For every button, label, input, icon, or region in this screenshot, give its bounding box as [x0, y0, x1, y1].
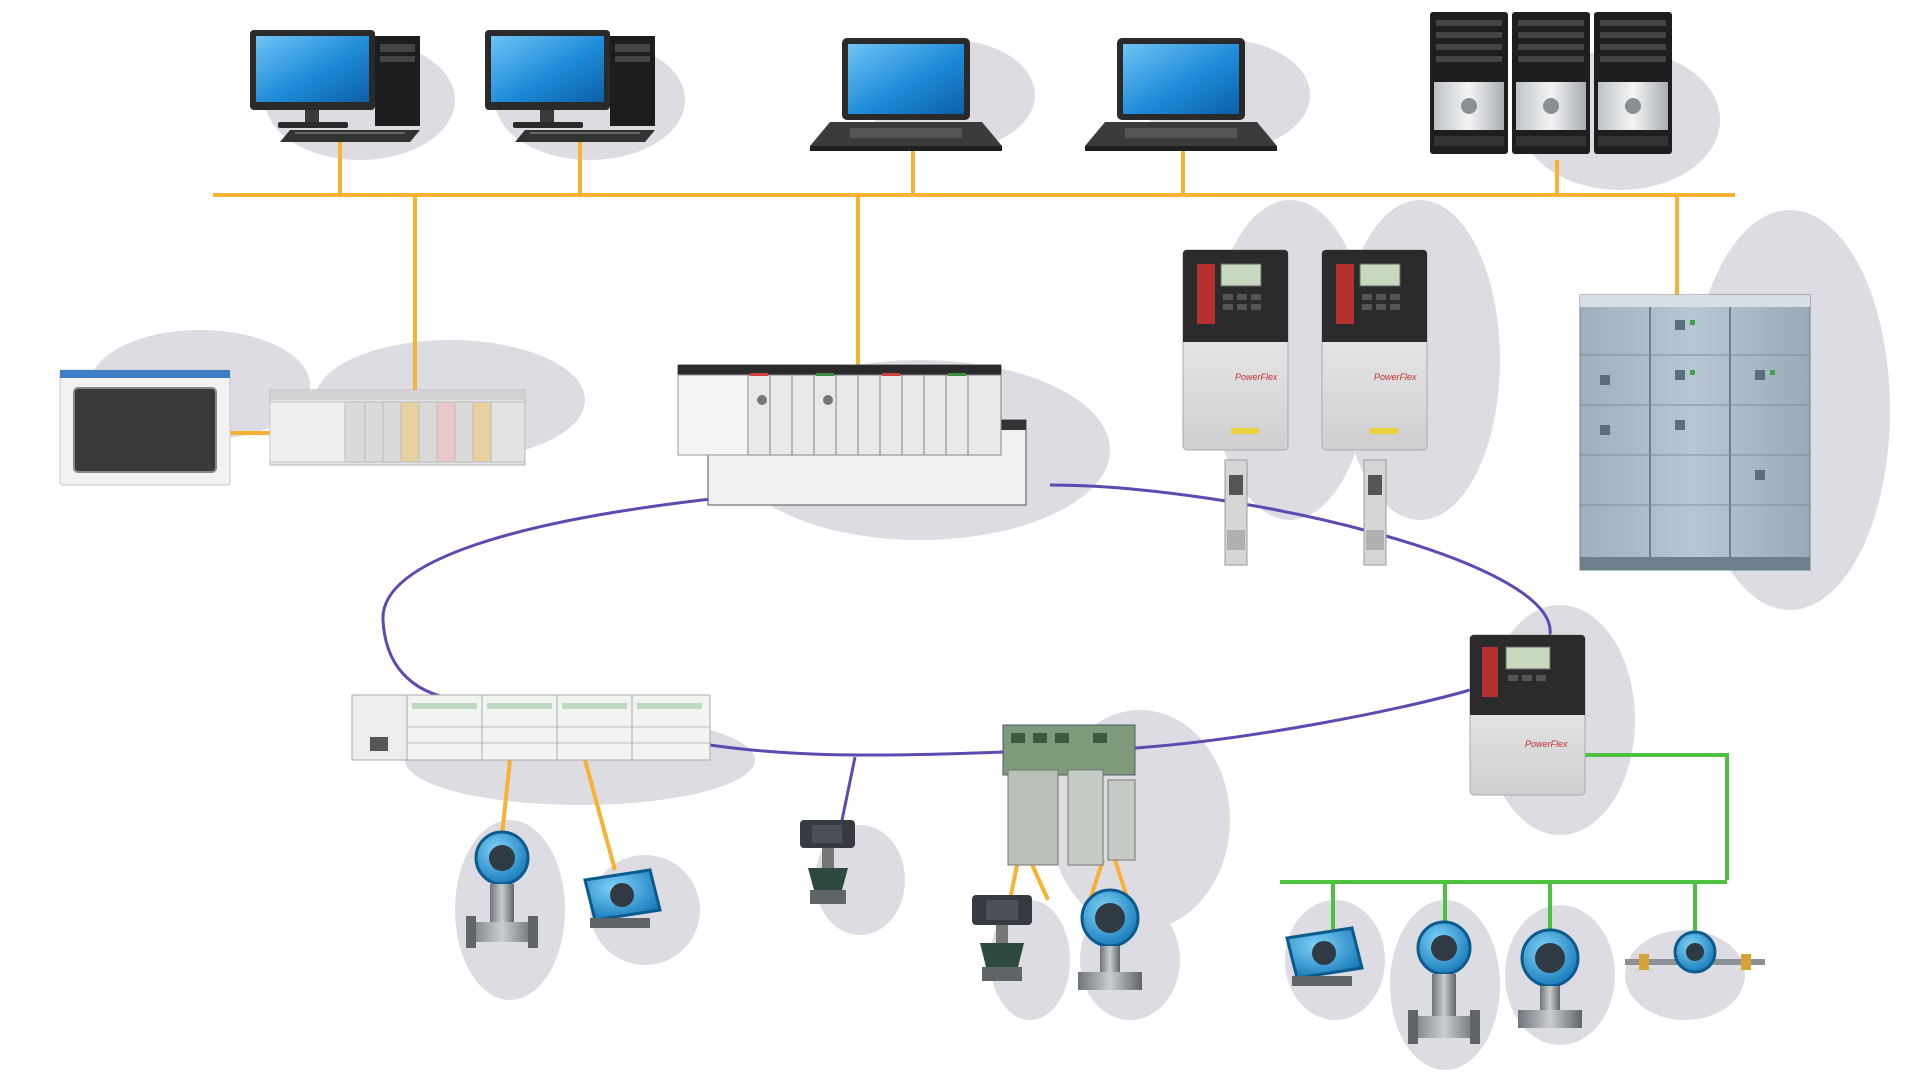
rack-server-2[interactable]	[1512, 12, 1590, 154]
distributed-io[interactable]	[351, 694, 711, 761]
variable-frequency-drive-2[interactable]: PowerFlex	[1321, 249, 1428, 566]
flow-meter-1[interactable]	[466, 830, 538, 948]
inline-meter[interactable]	[1625, 930, 1765, 974]
flow-meter-4[interactable]	[1518, 928, 1582, 1028]
desktop-workstation-1[interactable]	[250, 30, 420, 142]
rack-server-3[interactable]	[1594, 12, 1672, 154]
flow-meter-2[interactable]	[1078, 888, 1142, 990]
brand-text: PowerFlex	[1235, 372, 1278, 382]
rack-server-1[interactable]	[1430, 12, 1508, 154]
variable-frequency-drive-1[interactable]: PowerFlex	[1182, 249, 1289, 566]
control-valve-1[interactable]	[800, 820, 855, 904]
hmi-operator-panel[interactable]	[59, 369, 231, 486]
brand-text: PowerFlex	[1525, 739, 1568, 749]
pressure-transmitter-2[interactable]	[1285, 926, 1364, 986]
fieldbus-segment	[1280, 753, 1729, 935]
motor-control-center[interactable]	[1579, 294, 1811, 571]
control-valve-2[interactable]	[972, 895, 1032, 981]
compact-plc-rack[interactable]	[269, 389, 526, 466]
remote-io-adapter[interactable]	[1002, 724, 1136, 866]
laptop-2[interactable]	[1085, 38, 1277, 151]
device-level-ring	[381, 483, 1552, 831]
variable-frequency-drive-3[interactable]: PowerFlex	[1469, 634, 1586, 796]
flow-meter-3[interactable]	[1408, 920, 1480, 1044]
server-rack-group[interactable]	[1430, 12, 1672, 154]
laptop-1[interactable]	[810, 38, 1002, 151]
brand-text: PowerFlex	[1374, 372, 1417, 382]
modular-controller-chassis[interactable]	[677, 364, 1027, 506]
ethernet-backbone	[213, 135, 1735, 901]
pressure-transmitter-1[interactable]	[583, 868, 662, 928]
desktop-workstation-2[interactable]	[485, 30, 655, 142]
